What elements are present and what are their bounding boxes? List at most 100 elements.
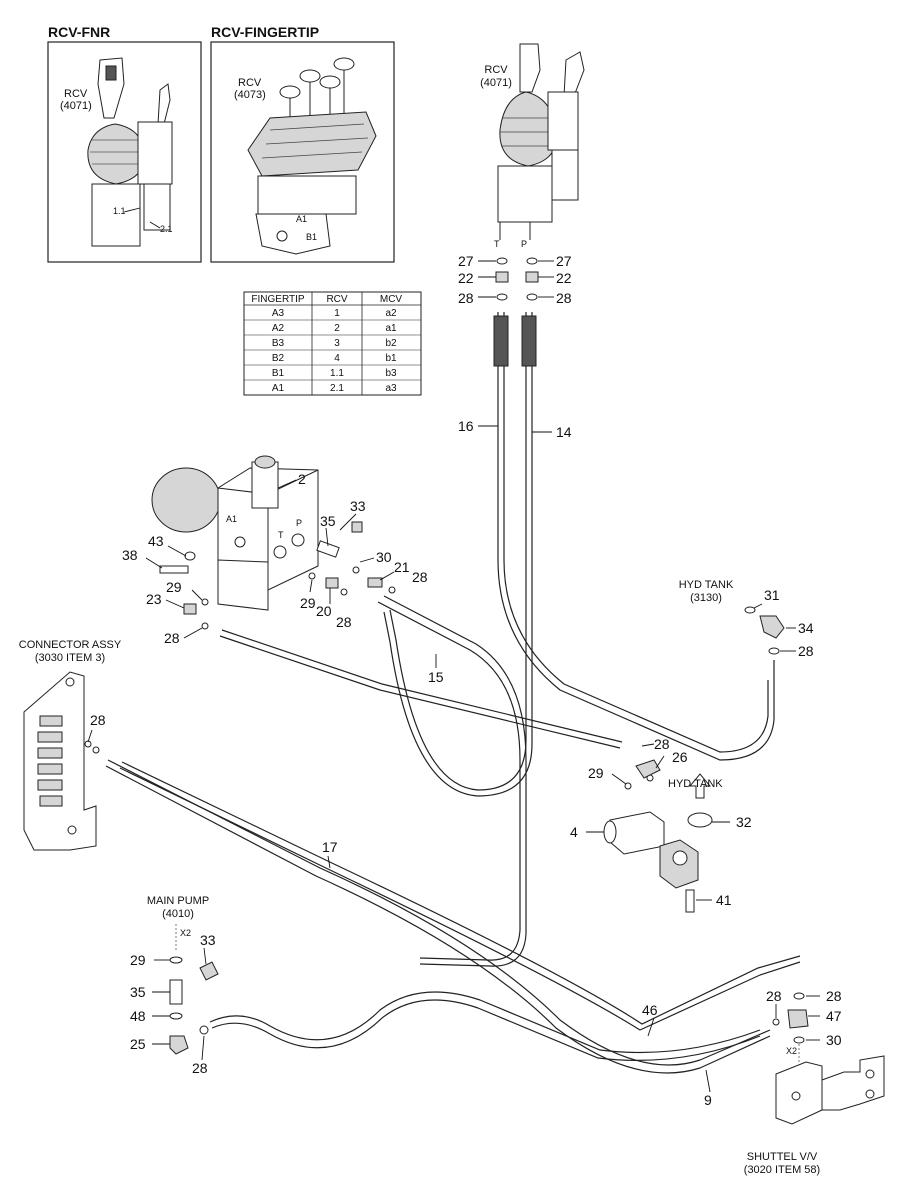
callout: 48 xyxy=(130,1008,146,1024)
main-pump-qty: X2 xyxy=(180,928,191,938)
callout: 28 xyxy=(336,614,352,630)
callout: 38 xyxy=(122,547,138,563)
table-cell: a2 xyxy=(385,308,397,319)
table-cell: A1 xyxy=(272,383,285,394)
callout: 15 xyxy=(428,669,444,685)
callout: 27 xyxy=(556,253,572,269)
callout: 28 xyxy=(458,290,474,306)
connector-assy-code: (3030 ITEM 3) xyxy=(35,652,105,664)
callout: 25 xyxy=(130,1036,146,1052)
callout: 33 xyxy=(350,498,366,514)
callout: 28 xyxy=(164,630,180,646)
fingertip-valve-drawing xyxy=(247,57,377,255)
callout: 28 xyxy=(90,712,106,728)
shuttle-code: (3020 ITEM 58) xyxy=(744,1164,820,1176)
callout: 27 xyxy=(458,253,474,269)
hyd-tank-code: (3130) xyxy=(690,592,722,604)
callout: 22 xyxy=(556,270,572,286)
callout: 21 xyxy=(394,559,410,575)
callout: 14 xyxy=(556,424,572,440)
hyd-tank-block: HYD TANK xyxy=(603,759,723,913)
table-cell: a3 xyxy=(385,383,397,394)
table-cell: A2 xyxy=(272,323,285,334)
rcv-main-assembly: RCV (4071) T P xyxy=(480,43,585,249)
inset-title: RCV-FNR xyxy=(48,24,110,40)
callout: 43 xyxy=(148,533,164,549)
table-cell: 4 xyxy=(334,353,340,364)
connector-assy: CONNECTOR ASSY (3030 ITEM 3) xyxy=(19,639,122,851)
hyd-tank-arrow-label: HYD TANK xyxy=(668,778,723,790)
callout: 22 xyxy=(458,270,474,286)
callout: 31 xyxy=(764,587,780,603)
rcv-code: (4071) xyxy=(60,100,92,112)
callout: 29 xyxy=(588,765,604,781)
inset-rcv-fingertip: RCV-FINGERTIP RCV (4073) A1 B1 xyxy=(210,24,395,263)
callout: 28 xyxy=(192,1060,208,1076)
callout: 34 xyxy=(798,620,814,636)
callout: 35 xyxy=(320,513,336,529)
port-label-b: 2.1 xyxy=(160,224,173,234)
rcv-code: (4071) xyxy=(480,77,512,89)
callout: 35 xyxy=(130,984,146,1000)
table-cell: B3 xyxy=(272,338,285,349)
callout: 28 xyxy=(654,736,670,752)
shuttle-valve: X2 SHUTTEL V/V (3020 ITEM 58) xyxy=(744,992,885,1176)
leader-lines xyxy=(87,260,820,1093)
table-cell: 3 xyxy=(334,338,340,349)
inset-rcv-fnr: RCV-FNR RCV (4071) 1.1 2.1 xyxy=(47,24,202,263)
callout: 17 xyxy=(322,839,338,855)
port-mapping-table: FINGERTIP RCV MCV A3 1 a2 A2 2 a1 B3 3 b… xyxy=(243,291,422,396)
table-cell: b2 xyxy=(385,338,397,349)
rcv-label: RCV xyxy=(64,88,88,100)
rcv-label: RCV xyxy=(484,64,508,76)
table-cell: b3 xyxy=(385,368,397,379)
rcv-label: RCV xyxy=(238,77,262,89)
callouts: 27 27 22 22 28 28 16 14 2 33 35 43 38 30… xyxy=(90,253,842,1108)
callout: 41 xyxy=(716,892,732,908)
hyd-tank-label: HYD TANK xyxy=(679,579,734,591)
callout: 28 xyxy=(798,643,814,659)
callout: 33 xyxy=(200,932,216,948)
callout: 4 xyxy=(570,824,578,840)
port-t-label: T xyxy=(494,239,500,249)
port-label-a: A1 xyxy=(296,214,307,224)
table-header: FINGERTIP xyxy=(251,294,304,305)
port-p-label: P xyxy=(521,239,527,249)
hoses xyxy=(105,312,801,1074)
table-cell: b1 xyxy=(385,353,397,364)
table-cell: a1 xyxy=(385,323,397,334)
rcv-code: (4073) xyxy=(234,89,266,101)
callout: 28 xyxy=(766,988,782,1004)
callout: 47 xyxy=(826,1008,842,1024)
port-label-b: B1 xyxy=(306,232,317,242)
callout: 16 xyxy=(458,418,474,434)
callout: 29 xyxy=(130,952,146,968)
callout: 26 xyxy=(672,749,688,765)
port-label-a: 1.1 xyxy=(113,206,126,216)
connector-assy-label: CONNECTOR ASSY xyxy=(19,639,122,651)
table-cell: 1.1 xyxy=(330,368,344,379)
callout: 23 xyxy=(146,591,162,607)
port-t-label: T xyxy=(278,530,284,540)
callout: 32 xyxy=(736,814,752,830)
callout: 28 xyxy=(826,988,842,1004)
port-a1-label: A1 xyxy=(226,514,237,524)
main-pump-label: MAIN PUMP xyxy=(147,895,209,907)
shuttle-label: SHUTTEL V/V xyxy=(747,1151,818,1163)
callout: 2 xyxy=(298,471,306,487)
inset-title: RCV-FINGERTIP xyxy=(211,24,319,40)
valve-block: A1 T P xyxy=(151,455,319,611)
table-cell: 2 xyxy=(334,323,340,334)
main-pump-fittings: MAIN PUMP (4010) X2 xyxy=(147,895,219,1055)
table-header: MCV xyxy=(380,294,403,305)
callout: 28 xyxy=(556,290,572,306)
table-cell: B2 xyxy=(272,353,285,364)
joystick-fnr-drawing xyxy=(87,57,173,247)
hyd-tank-fittings: HYD TANK (3130) xyxy=(679,579,785,655)
valve-fittings xyxy=(159,521,396,630)
callout: 29 xyxy=(300,595,316,611)
callout: 28 xyxy=(412,569,428,585)
main-pump-code: (4010) xyxy=(162,908,194,920)
callout: 46 xyxy=(642,1002,658,1018)
